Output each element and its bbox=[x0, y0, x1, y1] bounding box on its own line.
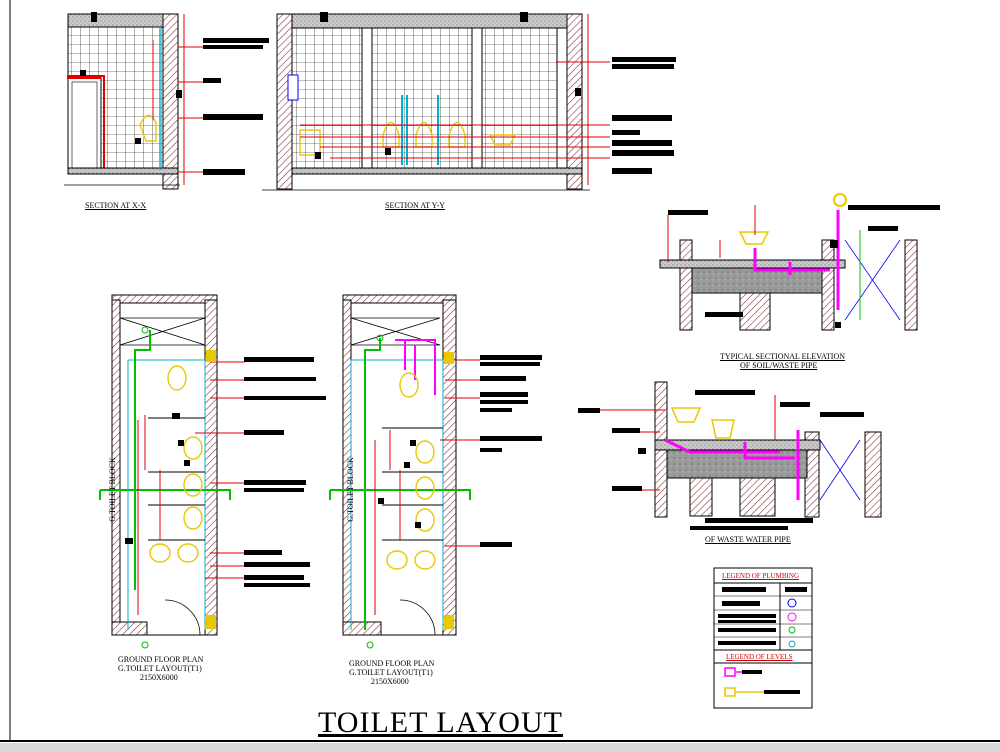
soil-elevation-title-2: OF SOIL/WASTE PIPE bbox=[740, 361, 818, 370]
legend-box bbox=[713, 567, 813, 709]
elevation-soil-waste bbox=[659, 193, 940, 331]
floor-plan-1 bbox=[99, 294, 326, 649]
section-y-label: SECTION AT Y-Y bbox=[385, 201, 446, 210]
plan-1-subtitle: G.TOILET LAYOUT(T1) bbox=[118, 664, 202, 673]
section-y-y bbox=[262, 12, 676, 191]
waste-elevation-title: OF WASTE WATER PIPE bbox=[705, 535, 791, 544]
legend-levels-title: LEGEND OF LEVELS bbox=[726, 653, 793, 661]
plan-1-dims: 2150X6000 bbox=[140, 673, 178, 682]
plan-1-block-label: G.TOILET BLOCK bbox=[107, 457, 117, 522]
plan-2-title: GROUND FLOOR PLAN bbox=[349, 659, 435, 668]
plan-1-title: GROUND FLOOR PLAN bbox=[118, 655, 204, 664]
elevation-waste-water bbox=[578, 381, 882, 530]
plan-2-dims: 2150X6000 bbox=[371, 677, 409, 686]
floor-plan-2 bbox=[329, 294, 542, 649]
page-title: TOILET LAYOUT bbox=[318, 706, 563, 739]
section-x-x bbox=[64, 12, 269, 190]
plan-2-subtitle: G.TOILET LAYOUT(T1) bbox=[349, 668, 433, 677]
plan-2-block-label: G.TOILET BLOCK bbox=[345, 457, 355, 522]
soil-elevation-title-1: TYPICAL SECTIONAL ELEVATION bbox=[720, 352, 846, 361]
section-x-label: SECTION AT X-X bbox=[85, 201, 147, 210]
legend-plumbing-title: LEGEND OF PLUMBING bbox=[722, 572, 799, 580]
